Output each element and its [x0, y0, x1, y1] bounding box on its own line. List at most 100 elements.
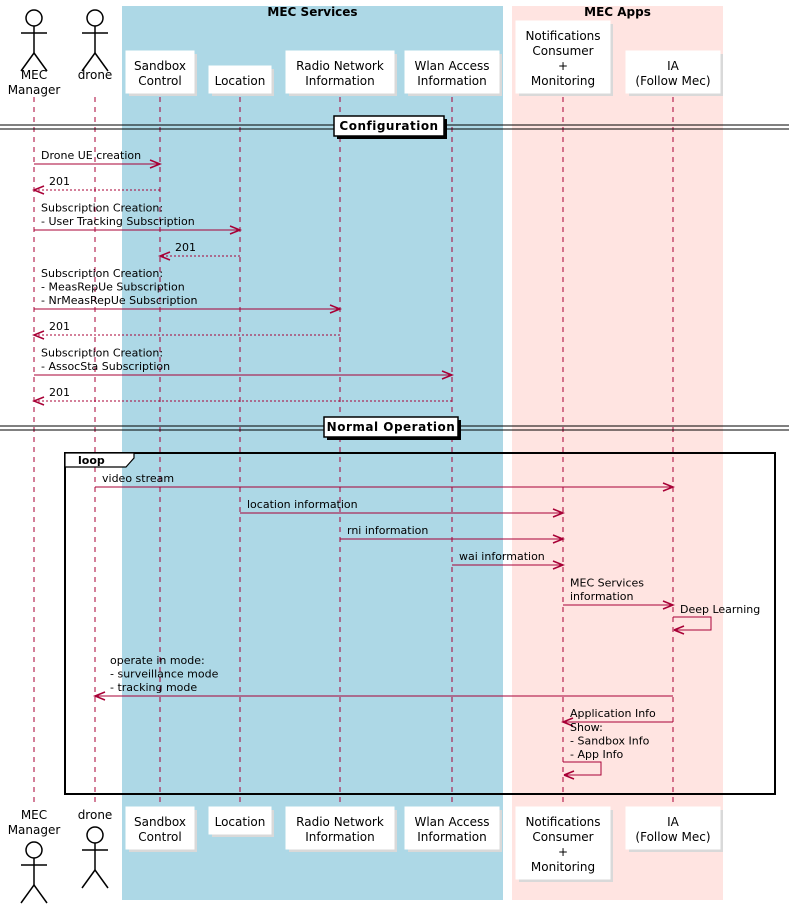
message-wai-201: 201 — [31, 386, 452, 406]
message-label: - User Tracking Subscription — [41, 215, 195, 228]
arrowhead — [673, 625, 685, 635]
message-label: - tracking mode — [110, 681, 197, 694]
arrowhead — [552, 560, 566, 570]
arrowhead — [157, 251, 171, 261]
participant-label: IA — [667, 59, 680, 73]
participant-label: Information — [305, 74, 374, 88]
message-line — [673, 616, 712, 631]
arrowhead — [552, 508, 566, 518]
message-label: 201 — [175, 241, 196, 254]
arrowhead — [662, 600, 676, 610]
participant-head-location — [208, 65, 272, 94]
message-location-information: location information — [240, 498, 566, 518]
participant-label: Location — [215, 74, 266, 88]
message-label: information — [570, 590, 634, 603]
participant-head-notifications-consumer-monitoring — [515, 20, 611, 94]
message-application-info: Application Info — [560, 707, 673, 727]
divider-label: Normal Operation — [327, 420, 456, 434]
message-sandbox-201: 201 — [31, 175, 160, 195]
actor-icon — [81, 826, 109, 889]
participant-head-ia-follow-mec — [625, 50, 721, 94]
arrowhead — [229, 225, 243, 235]
participant-foot-radio-network-information — [285, 806, 395, 850]
message-label: - Sandbox Info — [570, 735, 650, 748]
participant-label: Control — [138, 830, 181, 844]
participant-label: Control — [138, 74, 181, 88]
message-label: Application Info — [570, 707, 656, 720]
participant-label: Monitoring — [531, 74, 595, 88]
message-label: Subscription Creation: — [41, 267, 163, 280]
message-label: - App Info — [570, 748, 624, 761]
participant-label: Notifications — [525, 29, 600, 43]
box-title-mec-services: MEC Services — [267, 5, 357, 19]
participant-label: drone — [78, 808, 113, 822]
arrowhead — [560, 717, 574, 727]
participant-label: Radio Network — [296, 59, 384, 73]
message-label: 201 — [49, 386, 70, 399]
participant-label: Consumer — [532, 830, 593, 844]
box-title-mec-apps: MEC Apps — [584, 5, 651, 19]
message-label: operate in mode: — [110, 654, 205, 667]
message-deep-learning: Deep Learning — [673, 603, 760, 635]
message-drone-ue-creation: Drone UE creation — [34, 149, 163, 169]
message-label: wai information — [459, 550, 545, 563]
loop-tab — [64, 452, 135, 468]
message-label: Drone UE creation — [41, 149, 141, 162]
participant-label: Manager — [8, 83, 61, 97]
participant-label: Radio Network — [296, 815, 384, 829]
message-wai-information: wai information — [452, 550, 566, 570]
participant-label: Location — [215, 815, 266, 829]
arrowhead — [563, 770, 575, 780]
message-location-201: 201 — [157, 241, 240, 261]
message-label: - AssocSta Subscription — [41, 360, 170, 373]
message-label: Subscription Creation: — [41, 202, 163, 215]
participant-label: Sandbox — [134, 59, 186, 73]
message-label: - NrMeasRepUe Subscription — [41, 294, 198, 307]
message-rni-information: rni information — [340, 524, 566, 544]
participant-label: Information — [417, 74, 486, 88]
arrowhead — [329, 304, 343, 314]
arrowhead — [31, 396, 45, 406]
message-wai-subscription: Subscription Creation: - AssocSta Subscr… — [34, 347, 455, 380]
message-label: location information — [247, 498, 358, 511]
message-label: Subscription Creation: — [41, 347, 163, 360]
participant-foot-notifications-consumer-monitoring — [515, 806, 611, 880]
divider-label: Configuration — [339, 119, 438, 133]
arrowhead — [149, 159, 163, 169]
message-line — [563, 761, 602, 776]
message-rni-subscription: Subscription Creation: - MeasRepUe Subsc… — [34, 267, 343, 314]
actor-icon — [20, 841, 48, 904]
participant-label: MEC — [21, 68, 47, 82]
message-label: video stream — [102, 472, 174, 485]
participant-foot-wlan-access-information — [404, 806, 500, 850]
participant-label: Information — [305, 830, 374, 844]
participant-label: MEC — [21, 808, 47, 822]
loop-label: loop — [78, 454, 105, 467]
message-show-info: Show: - Sandbox Info - App Info — [563, 721, 650, 780]
participant-label: + — [558, 845, 568, 859]
participant-label: Consumer — [532, 44, 593, 58]
message-operate-in-mode: operate in mode: - surveillance mode - t… — [92, 654, 673, 701]
divider-configuration — [333, 115, 445, 137]
participant-label: (Follow Mec) — [635, 830, 710, 844]
participant-foot-sandbox-control — [125, 806, 195, 850]
participant-label: + — [558, 59, 568, 73]
message-label: - MeasRepUe Subscription — [41, 281, 185, 294]
message-label: MEC Services — [570, 577, 644, 590]
participant-label: Notifications — [525, 815, 600, 829]
arrowhead — [662, 482, 676, 492]
arrowhead — [31, 330, 45, 340]
arrowhead — [441, 370, 455, 380]
participant-label: drone — [78, 68, 113, 82]
participant-head-radio-network-information — [285, 50, 395, 94]
message-label: 201 — [49, 320, 70, 333]
message-label: Show: — [570, 721, 603, 734]
participant-label: Wlan Access — [414, 815, 489, 829]
participant-label: Information — [417, 830, 486, 844]
arrowhead — [92, 691, 106, 701]
participant-foot-ia-follow-mec — [625, 806, 721, 850]
participant-label: IA — [667, 815, 680, 829]
message-rni-201: 201 — [31, 320, 340, 340]
actor-icon — [81, 9, 109, 72]
